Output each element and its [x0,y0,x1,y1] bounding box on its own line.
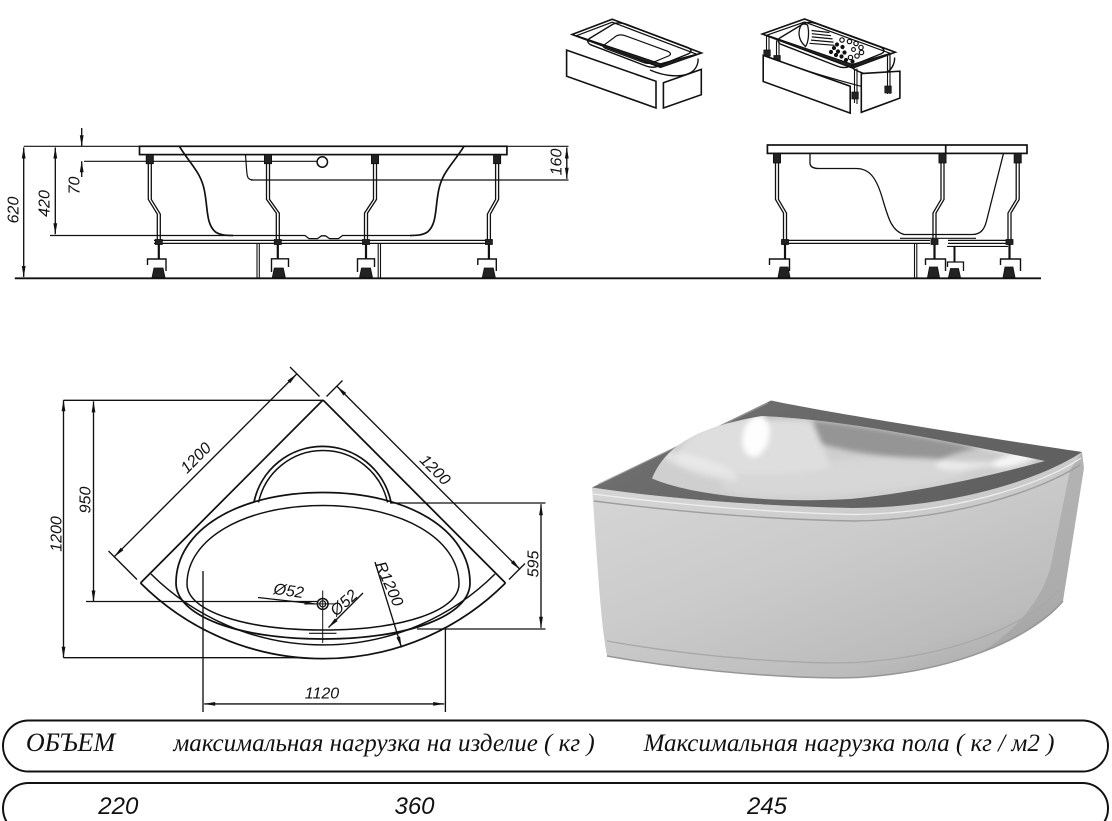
svg-text:360: 360 [394,793,435,820]
svg-text:1200: 1200 [49,516,66,552]
svg-text:1200: 1200 [178,440,215,477]
svg-text:950: 950 [78,487,95,514]
svg-text:420: 420 [37,190,54,217]
svg-text:620: 620 [6,197,23,224]
svg-text:Ø52: Ø52 [327,587,362,621]
svg-text:ОБЪЕМ: ОБЪЕМ [26,728,117,757]
svg-text:1120: 1120 [305,686,340,703]
svg-text:максимальная нагрузка на издел: максимальная нагрузка на изделие ( кг ) [172,730,594,757]
svg-text:220: 220 [97,793,139,820]
svg-text:245: 245 [746,793,788,820]
svg-text:595: 595 [526,551,543,578]
svg-text:70: 70 [67,177,84,195]
svg-text:160: 160 [549,149,566,176]
svg-text:Максимальная нагрузка пола ( к: Максимальная нагрузка пола ( кг / м2 ) [643,730,1055,757]
svg-text:Ø52: Ø52 [271,581,304,602]
svg-text:R1200: R1200 [371,559,406,609]
